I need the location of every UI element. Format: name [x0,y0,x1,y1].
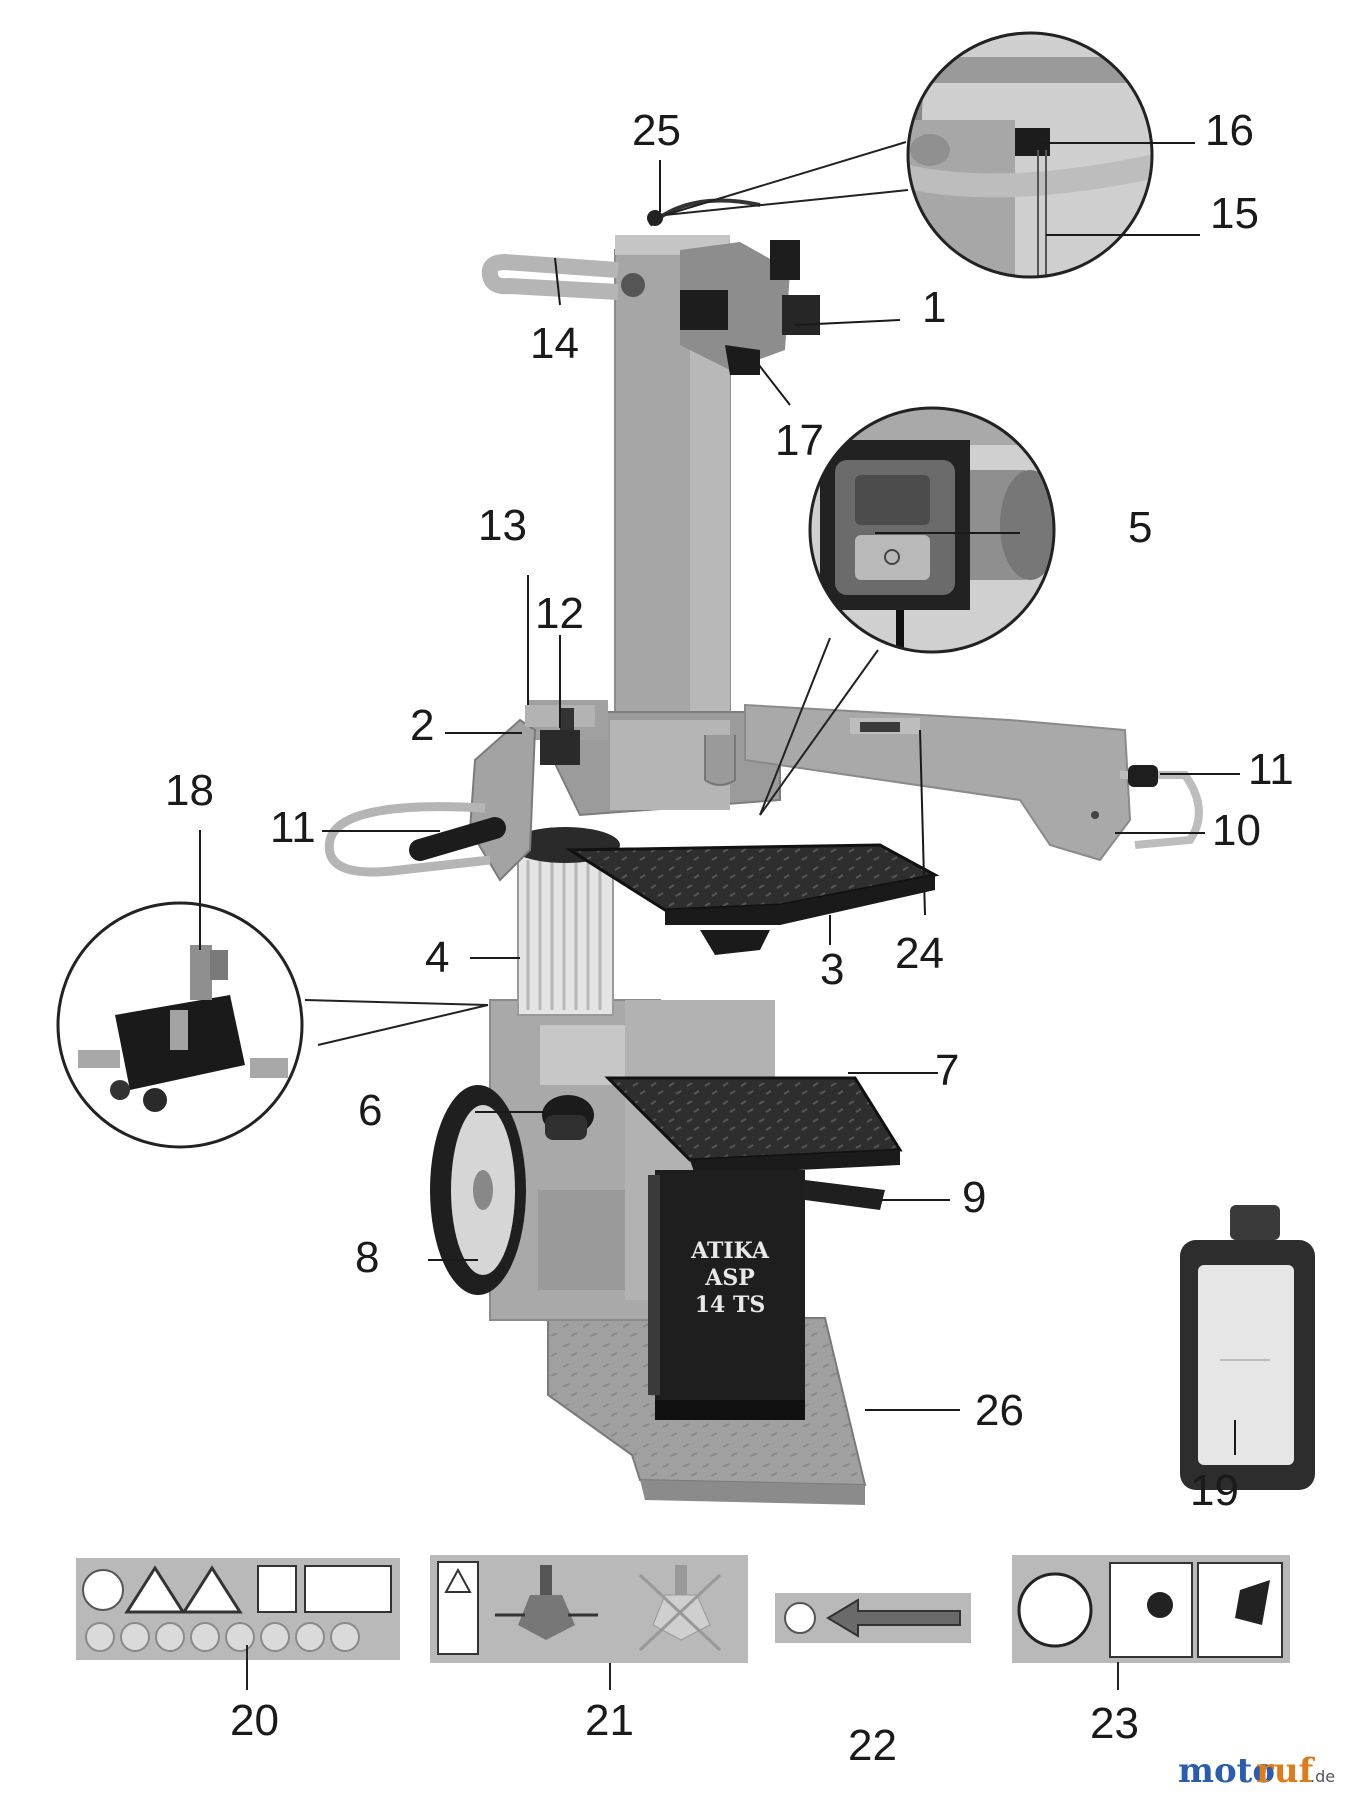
direction-label-22 [775,1593,971,1643]
callout-21: 21 [585,1696,634,1745]
leader-valve-b [317,1004,489,1046]
watermark-part1: moto [1178,1751,1275,1791]
correct-loading-icon [495,1565,598,1640]
callout-11-right: 11 [1248,745,1294,794]
leader-switch [759,637,879,816]
callout-9: 9 [962,1173,986,1222]
callout-24: 24 [895,929,944,978]
left-handle [324,802,506,877]
warning-label-21 [430,1555,748,1690]
ppe-icons [85,1622,360,1652]
callout-12: 12 [535,589,584,638]
callout-14: 14 [530,319,579,368]
model-label-line1: ATIKA [690,1238,770,1264]
callout-25: 25 [632,106,681,155]
arrow-left-icon [826,1598,961,1638]
watermark-suffix: .de [1310,1767,1335,1786]
motor [510,827,620,1016]
oil-bottle [1180,1205,1315,1490]
callout-11-left: 11 [270,803,316,852]
no-tamper-icon [257,1565,297,1613]
model-label-line3: 14 TS [695,1292,766,1318]
read-manual-large-icon [1017,1572,1093,1648]
oil-label-23 [1012,1555,1290,1690]
callout-13: 13 [478,501,527,550]
detail-top [906,31,1154,279]
callout-5: 5 [1128,503,1152,552]
leader-top-b [664,189,909,216]
callout-17: 17 [775,416,824,465]
model-label-line2: ASP [704,1265,755,1291]
read-manual-icon [82,1569,124,1611]
callout-10: 10 [1212,806,1261,855]
warning-label-20 [76,1558,400,1690]
callout-7: 7 [935,1046,959,1095]
upper-table [564,843,940,955]
callout-2: 2 [410,701,434,750]
callout-26: 26 [975,1386,1024,1435]
warning-exclamation-icon [181,1565,243,1614]
callout-15: 15 [1210,189,1259,238]
callout-23: 23 [1090,1699,1139,1748]
vent-screw [647,210,663,226]
callout-4: 4 [425,933,449,982]
callouts: 1 2 3 4 5 6 7 8 9 10 11 11 12 13 14 15 1… [165,106,1294,1770]
callout-18: 18 [165,766,214,815]
leader-valve-a [304,999,489,1006]
keep-distance-icon [304,1565,392,1613]
return-lever [542,1095,594,1140]
wrong-loading-icon [638,1565,722,1652]
right-handle [1120,765,1203,849]
callout-19: 19 [1190,1466,1239,1515]
watermark-part2: ruf [1256,1751,1316,1791]
callout-16: 16 [1205,106,1254,155]
wheel [430,1085,526,1295]
callout-8: 8 [355,1233,379,1282]
warning-triangle-icon [124,1565,186,1614]
right-arm [744,703,1132,862]
callout-1: 1 [922,283,946,332]
model-label: ATIKA ASP 14 TS [690,1238,770,1318]
caution-icon [444,1567,472,1593]
callout-22: 22 [848,1721,897,1770]
watermark-logo: moto ruf .de [1178,1751,1335,1791]
lower-table [604,1076,903,1420]
callout-20: 20 [230,1696,279,1745]
leader-lines [199,142,1240,1455]
top-handle [481,253,619,300]
height-lever [805,1180,885,1210]
top-cable [648,198,761,227]
detail-valve [56,901,304,1149]
callout-3: 3 [820,945,844,994]
leader-top-a [664,141,907,216]
splitting-wedge [680,240,820,375]
callout-6: 6 [358,1086,382,1135]
